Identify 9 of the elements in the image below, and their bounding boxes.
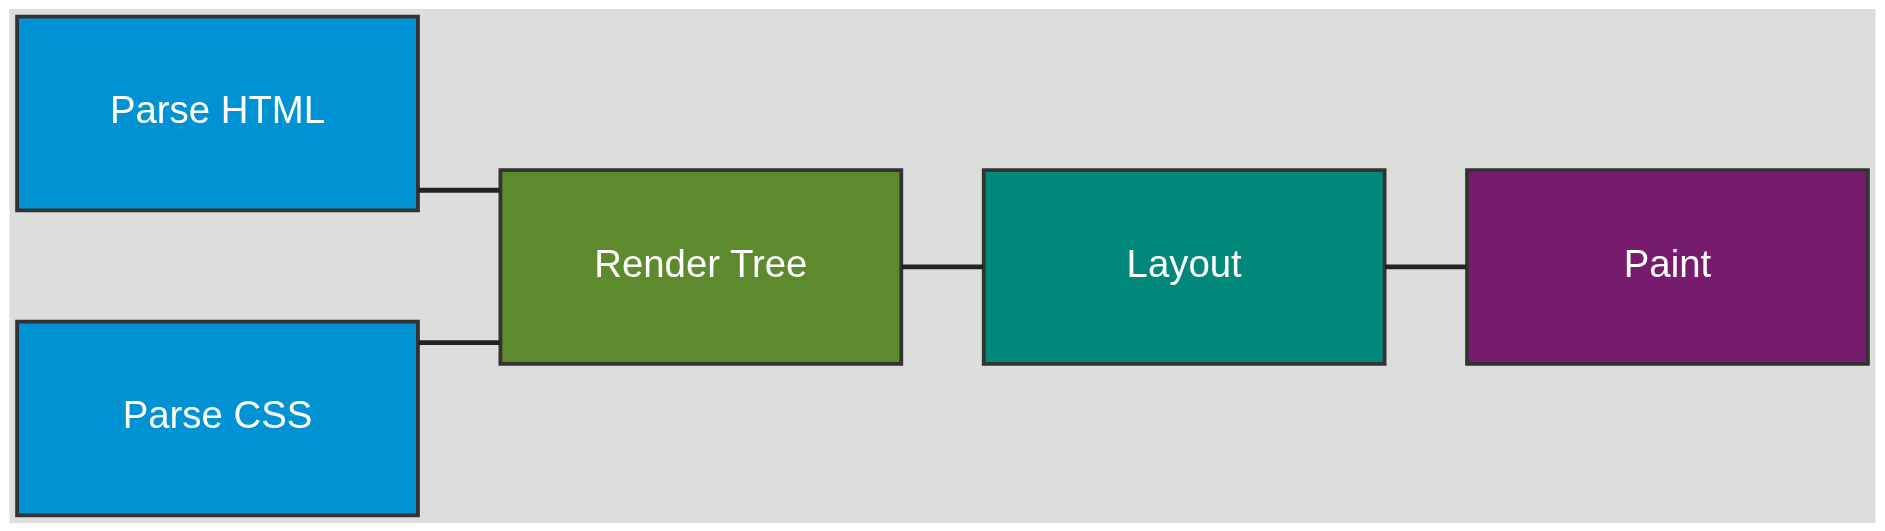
node-box: Parse HTML [15, 14, 420, 212]
connector [418, 187, 500, 193]
connector [901, 264, 984, 269]
connector [1384, 264, 1467, 269]
node-box: Parse CSS [15, 319, 420, 517]
node-box: Render Tree [498, 167, 904, 366]
node-box: Layout [981, 167, 1387, 366]
node-box: Paint [1465, 167, 1870, 366]
connector [418, 339, 500, 345]
